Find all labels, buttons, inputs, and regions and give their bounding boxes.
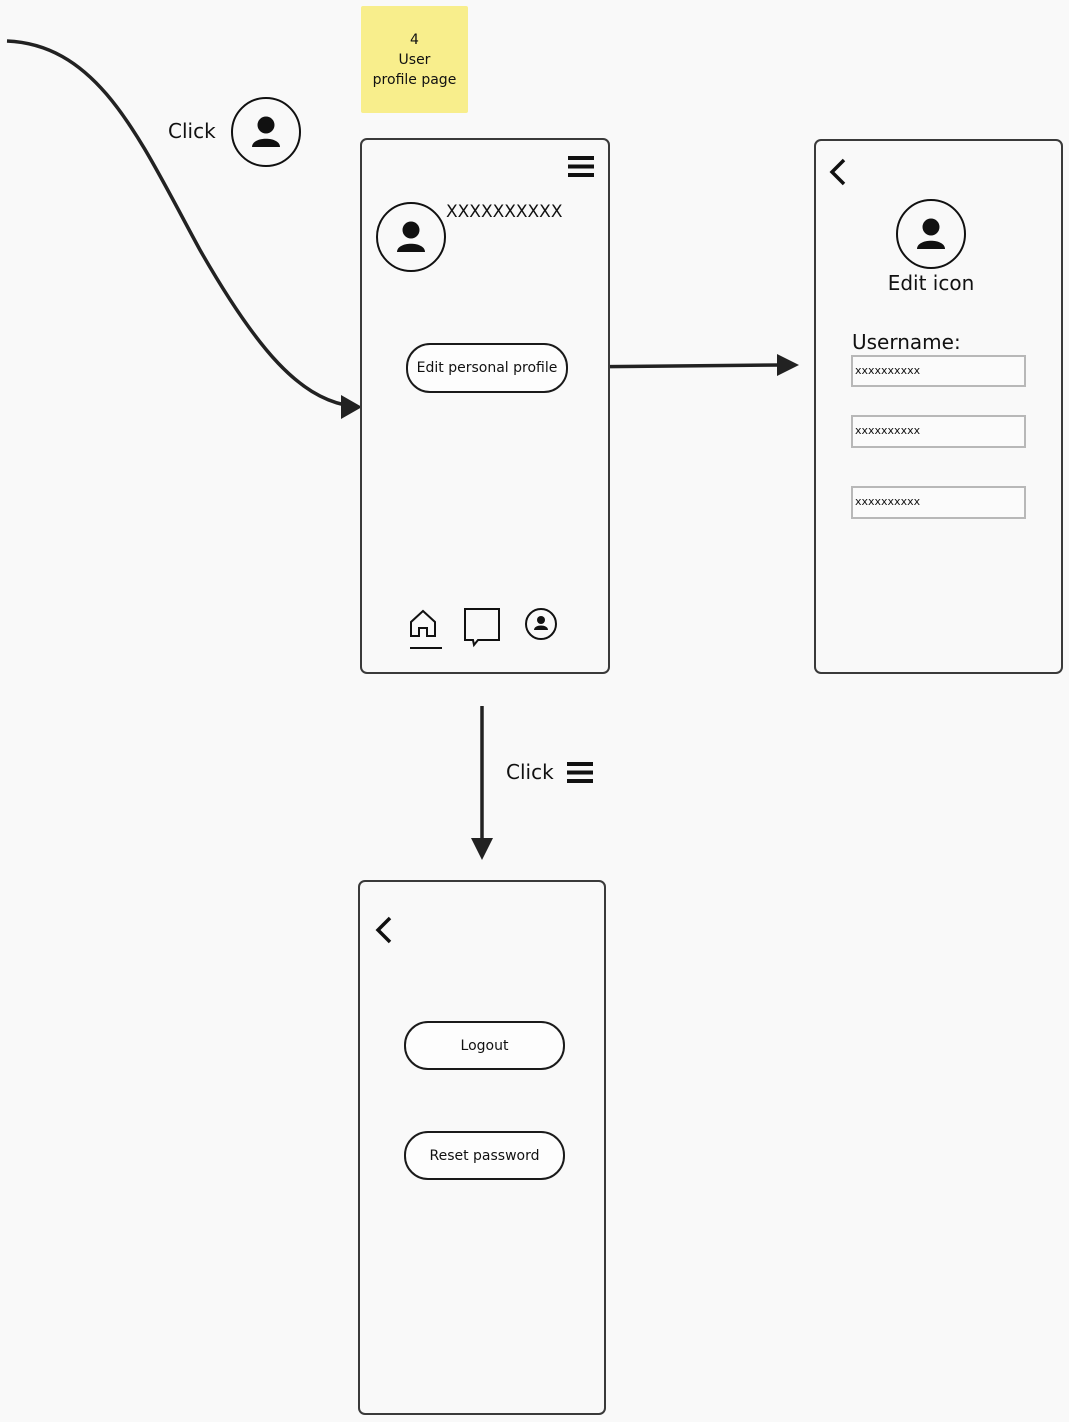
edit-icon-caption: Edit icon (887, 271, 975, 295)
sticky-line2: profile page (372, 71, 457, 88)
home-icon[interactable] (408, 608, 442, 652)
profile-username: XXXXXXXXXX (446, 202, 563, 222)
hamburger-menu-icon[interactable] (568, 156, 596, 180)
sticky-note: 4 User profile page (361, 6, 468, 113)
entry-arrow-head (341, 395, 362, 419)
menu-arrow-head (471, 838, 493, 860)
username-label: Username: (852, 330, 961, 354)
reset-password-button[interactable]: Reset password (404, 1131, 565, 1180)
chat-icon[interactable] (463, 607, 503, 648)
profile-avatar-icon (376, 202, 446, 272)
sticky-number: 4 (410, 31, 419, 48)
menu-click-label: Click (506, 760, 554, 784)
username-field[interactable]: xxxxxxxxxx (851, 355, 1026, 387)
profile-field-3[interactable]: xxxxxxxxxx (851, 486, 1026, 519)
back-chevron-icon[interactable] (374, 915, 396, 945)
entry-click-label: Click (168, 119, 216, 143)
sticky-line1: User (398, 51, 431, 68)
hamburger-icon (567, 762, 593, 783)
menu-screen: Logout Reset password (358, 880, 606, 1415)
profile-screen: XXXXXXXXXX Edit personal profile (360, 138, 610, 674)
edit-avatar-icon[interactable] (895, 198, 967, 270)
nav-profile-icon[interactable] (524, 607, 558, 641)
profile-field-2[interactable]: xxxxxxxxxx (851, 415, 1026, 448)
edit-personal-profile-button[interactable]: Edit personal profile (406, 343, 568, 393)
user-avatar-icon (231, 97, 301, 167)
back-chevron-icon[interactable] (828, 157, 850, 187)
logout-button[interactable]: Logout (404, 1021, 565, 1070)
edit-profile-screen: Edit icon Username: xxxxxxxxxx xxxxxxxxx… (814, 139, 1063, 674)
entry-arrow-curve (6, 39, 346, 407)
edit-arrow-head (777, 354, 799, 376)
